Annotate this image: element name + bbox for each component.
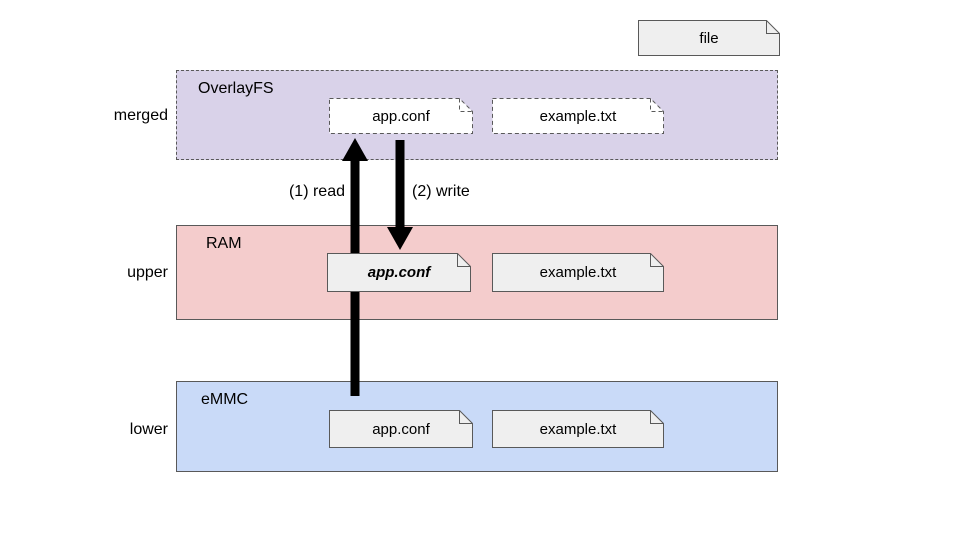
file-box-app-conf-lower: app.conf	[329, 410, 473, 448]
file-box-example-txt-lower: example.txt	[492, 410, 664, 448]
file-shape-icon	[638, 20, 780, 56]
write-arrow-label: (2) write	[412, 183, 470, 200]
file-label: app.conf	[372, 420, 430, 438]
file-label: app.conf	[367, 264, 431, 281]
side-label-upper: upper	[127, 264, 168, 281]
file-box-example-txt-merged: example.txt	[492, 98, 664, 134]
file-label: example.txt	[539, 107, 617, 125]
layer-title-overlayfs: OverlayFS	[198, 80, 274, 97]
file-shape-icon	[492, 98, 664, 134]
layer-merged-overlayfs: OverlayFS	[176, 70, 778, 160]
file-shape-icon	[329, 98, 473, 134]
file-label: example.txt	[539, 264, 617, 281]
file-box-app-conf-merged: app.conf	[329, 98, 473, 134]
file-shape-icon	[329, 410, 473, 448]
file-box-app-conf-upper: app.conf	[327, 253, 471, 292]
layer-title-emmc: eMMC	[201, 391, 249, 408]
layer-title-ram: RAM	[206, 235, 242, 252]
file-label: example.txt	[539, 420, 617, 438]
file-label: app.conf	[372, 107, 430, 125]
legend-file-box: file	[638, 20, 780, 56]
file-shape-icon	[492, 253, 664, 292]
legend-file-label: file	[699, 29, 719, 47]
layer-lower-emmc: eMMC	[176, 381, 778, 472]
side-label-merged: merged	[113, 107, 168, 124]
file-box-example-txt-upper: example.txt	[492, 253, 664, 292]
file-shape-icon	[327, 253, 471, 292]
read-arrow-label: (1) read	[288, 183, 345, 200]
side-label-lower: lower	[129, 421, 168, 438]
layer-upper-ram: RAM	[176, 225, 778, 320]
file-shape-icon	[492, 410, 664, 448]
